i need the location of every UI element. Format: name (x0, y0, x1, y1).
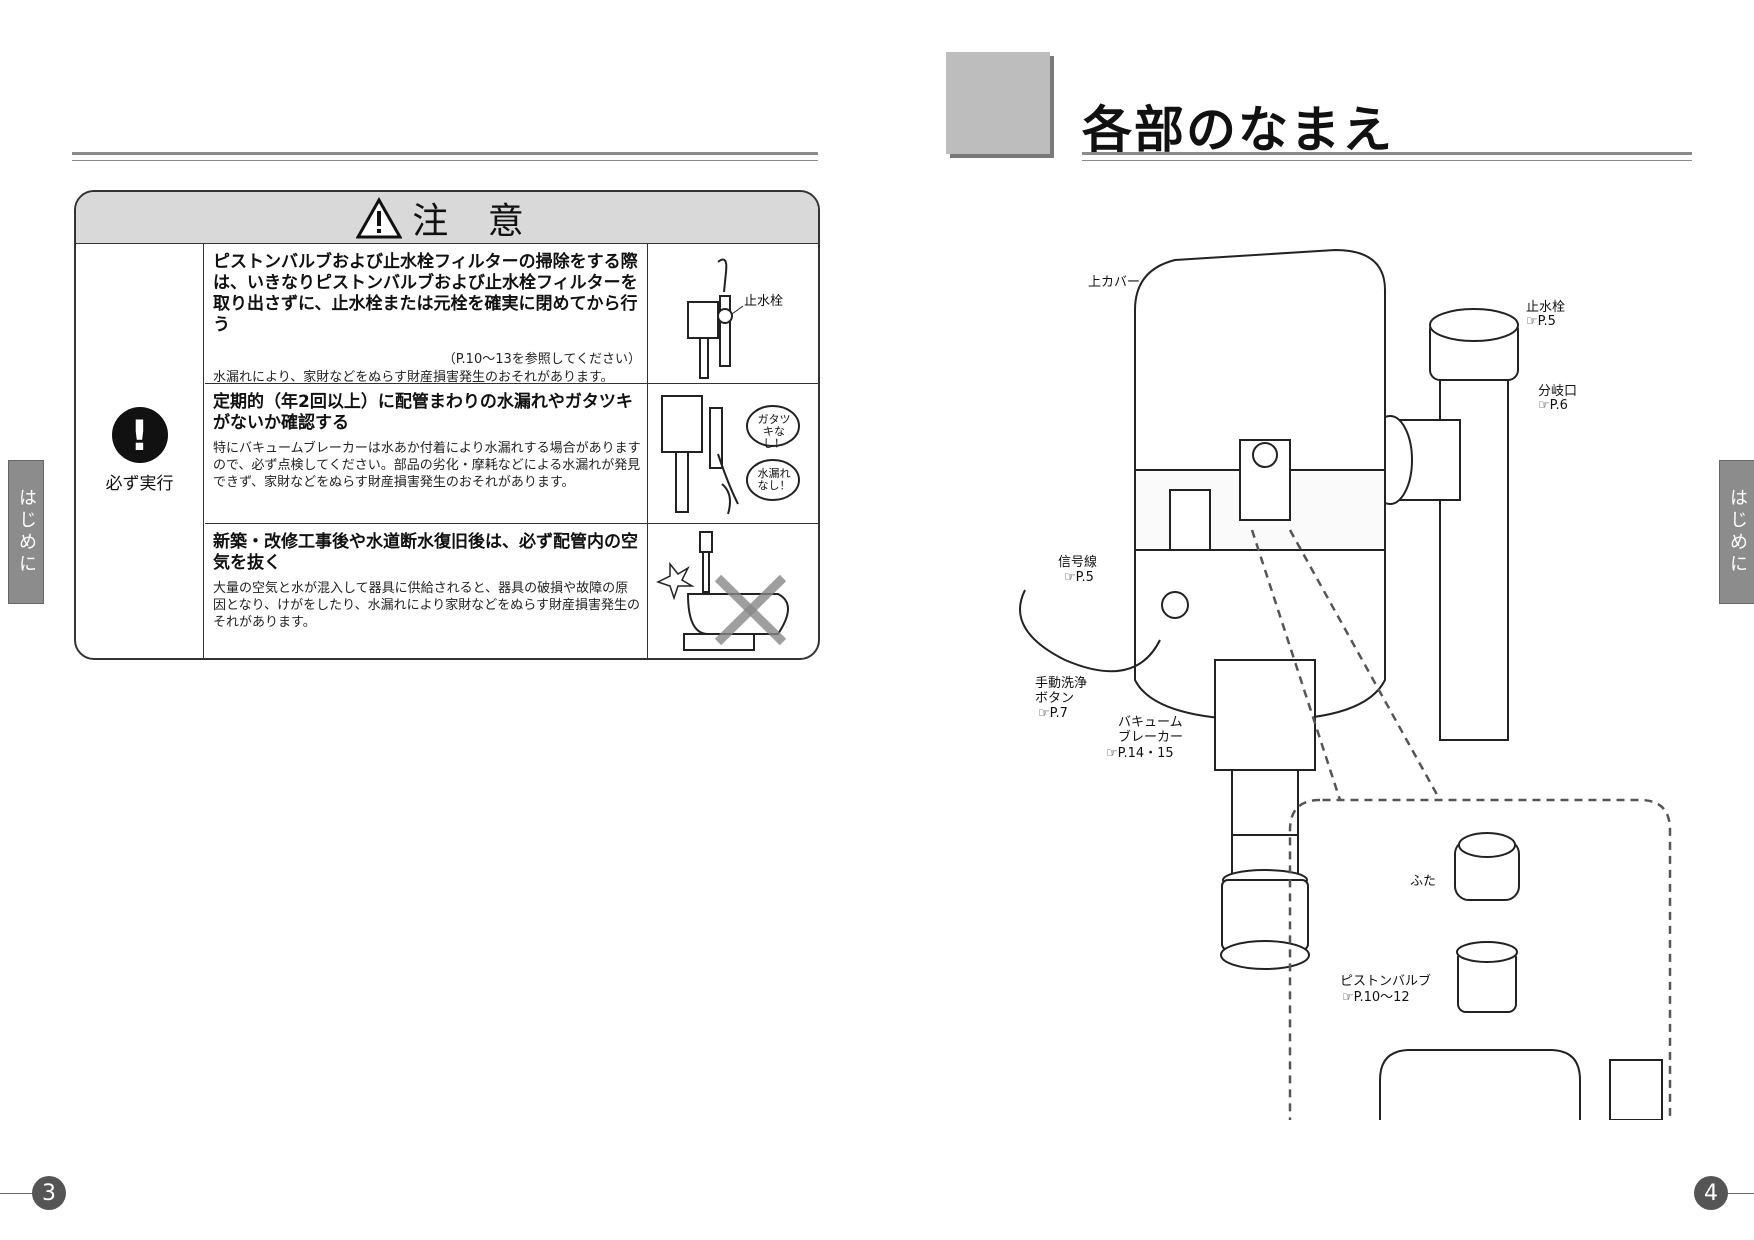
caution-row-1-body: 水漏れにより、家財などをぬらす財産損害発生のおそれがあります。 (213, 370, 614, 385)
caution-row-1-illustration: 止水栓 (647, 244, 818, 383)
mandatory-label: 必ず実行 (105, 474, 174, 494)
bubble-no-rattle: ガタツキなし！ (757, 413, 791, 450)
caution-row-2-illustration: ガタツキなし！ 水漏れなし！ (647, 384, 818, 523)
label-signal-wire-ref[interactable]: ☞P.5 (1064, 570, 1094, 585)
stop-valve-illustration-label: 止水栓 (744, 294, 784, 309)
label-vacuum-breaker-1: バキューム (1118, 715, 1183, 730)
caution-row-3-heading: 新築・改修工事後や水道断水復旧後は、必ず配管内の空気を抜く (213, 532, 638, 573)
caution-row-1: ピストンバルブおよび止水栓フィルターの掃除をする際は、いきなりピストンバルブおよ… (205, 244, 818, 385)
label-manual-button-2: ボタン (1035, 691, 1075, 706)
caution-row-2-heading: 定期的（年2回以上）に配管まわりの水漏れやガタツキがないか確認する (213, 392, 633, 433)
top-rule-right (1082, 152, 1692, 155)
page-line-left (0, 1193, 40, 1194)
caution-box: 注 意 ! 必ず実行 ピストンバルブおよび止水栓フィルターの掃除をする際は、いき… (74, 190, 820, 660)
label-signal-wire: 信号線 (1058, 555, 1098, 570)
label-manual-button-1: 手動洗浄 (1035, 676, 1088, 691)
label-top-cover: 上カバー (1088, 275, 1141, 290)
caution-header: 注 意 (76, 192, 818, 244)
caution-title: 注 意 (412, 200, 538, 242)
label-piston-valve: ピストンバルブ (1340, 974, 1432, 989)
side-tab-text-right: はじめに (1727, 488, 1748, 576)
side-tab-right: はじめに (1719, 460, 1754, 604)
parts-diagram (1019, 248, 1672, 1120)
caution-row-2: 定期的（年2回以上）に配管まわりの水漏れやガタツキがないか確認する 特にバキュー… (205, 384, 818, 524)
warning-triangle-icon (356, 196, 403, 238)
section-title-block (946, 52, 1050, 154)
label-piston-valve-ref[interactable]: ☞P.10～12 (1342, 990, 1410, 1005)
top-rule-left-thin (72, 160, 818, 161)
mandatory-exclamation-icon: ! (111, 407, 168, 463)
label-branch-port: 分岐口 (1538, 384, 1578, 399)
label-lid: ふた (1410, 874, 1437, 889)
mandatory-column: ! 必ず実行 (76, 243, 204, 658)
label-stop-valve: 止水栓 (1526, 300, 1566, 315)
page-line-right (1710, 1193, 1754, 1194)
bubble-no-leak: 水漏れなし！ (757, 467, 791, 492)
caution-row-1-reference: （P.10～13を参照してください） (442, 352, 641, 367)
label-vacuum-breaker-2: ブレーカー (1118, 730, 1184, 745)
caution-row-3: 新築・改修工事後や水道断水復旧後は、必ず配管内の空気を抜く 大量の空気と水が混入… (205, 524, 818, 658)
top-rule-left (72, 152, 818, 155)
side-tab-left: はじめに (8, 460, 44, 604)
page-title: 各部のなまえ (1082, 101, 1394, 159)
label-vacuum-breaker-ref[interactable]: ☞P.14・15 (1106, 746, 1174, 761)
caution-row-2-body: 特にバキュームブレーカーは水あか付着により水漏れする場合がありますので、必ず点検… (213, 441, 641, 490)
side-tab-text: はじめに (16, 488, 37, 576)
label-manual-button-ref[interactable]: ☞P.7 (1038, 706, 1068, 721)
caution-row-3-illustration (647, 524, 818, 658)
page-number-right: 4 (1694, 1176, 1728, 1210)
caution-row-1-heading: ピストンバルブおよび止水栓フィルターの掃除をする際は、いきなりピストンバルブおよ… (213, 252, 638, 335)
top-rule-right-thin (1082, 160, 1692, 161)
page-number-left: 3 (32, 1176, 66, 1210)
label-branch-port-ref[interactable]: ☞P.6 (1538, 398, 1568, 413)
caution-row-3-body: 大量の空気と水が混入して器具に供給されると、器具の破損や故障の原因となり、けがを… (213, 581, 641, 630)
label-stop-valve-ref[interactable]: ☞P.5 (1526, 314, 1556, 329)
